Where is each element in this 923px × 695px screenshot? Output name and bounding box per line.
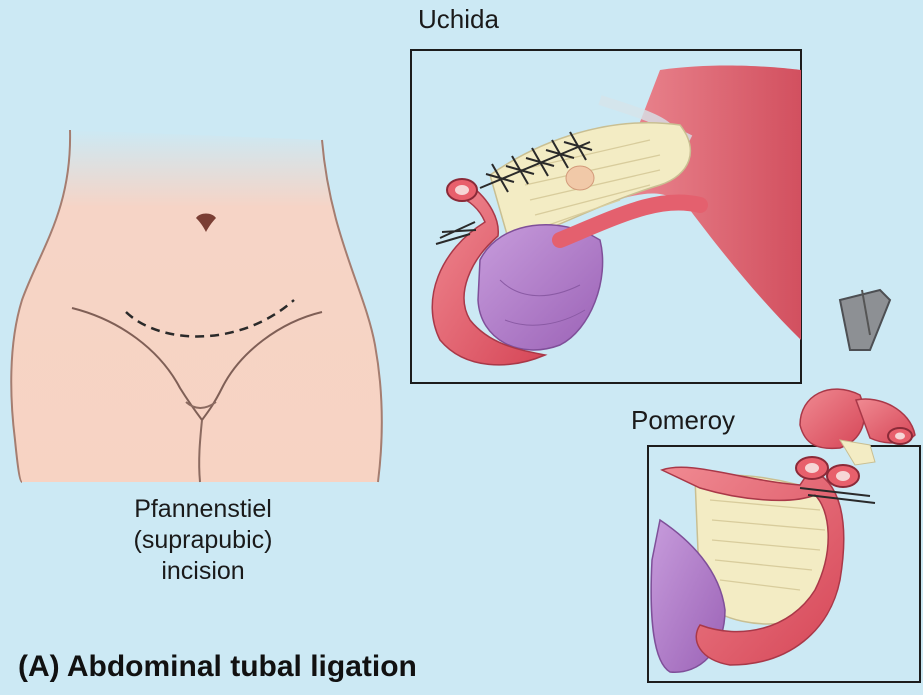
figure-caption: (A) Abdominal tubal ligation — [18, 650, 417, 684]
pomeroy-label: Pomeroy — [631, 405, 735, 436]
pomeroy-panel — [648, 446, 920, 682]
forceps-icon — [800, 290, 915, 465]
abdomen-illustration — [11, 130, 382, 482]
incision-label-line1: Pfannenstiel — [78, 494, 328, 525]
incision-label: Pfannenstiel (suprapubic) incision — [78, 494, 328, 587]
incision-label-line2: (suprapubic) — [78, 525, 328, 556]
uchida-panel — [411, 50, 801, 383]
uchida-label: Uchida — [418, 4, 499, 35]
incision-label-line3: incision — [78, 556, 328, 587]
